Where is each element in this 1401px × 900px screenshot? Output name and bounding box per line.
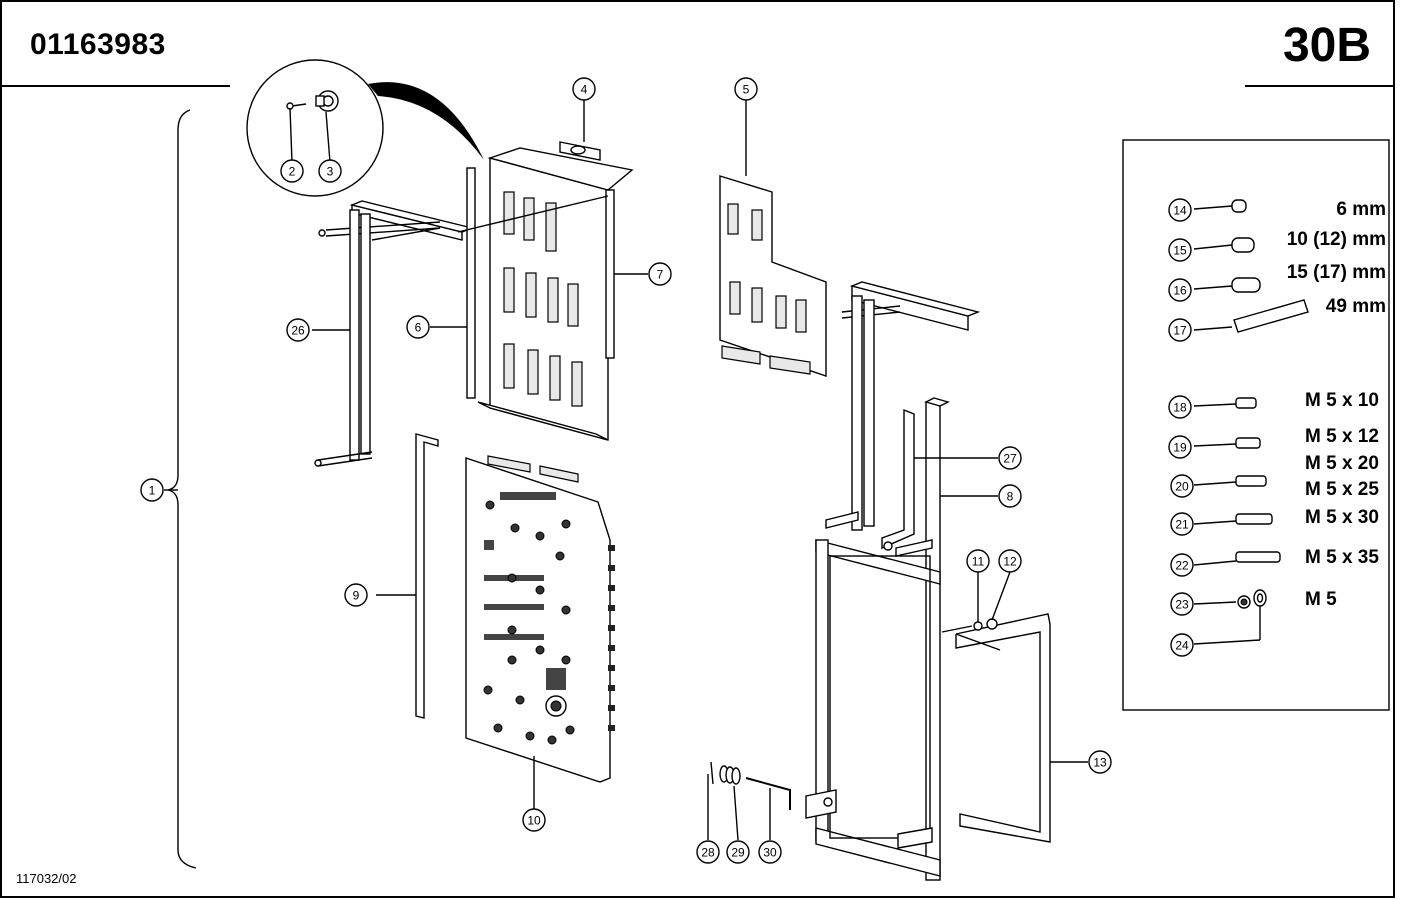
cover-13	[955, 613, 1051, 843]
legend-callout-24: 24	[1170, 633, 1194, 657]
svg-text:26: 26	[291, 324, 305, 338]
callout-10: 10	[522, 808, 546, 832]
svg-text:27: 27	[1003, 452, 1017, 466]
key-30	[745, 777, 791, 810]
rail-9	[415, 433, 439, 719]
svg-text:22: 22	[1175, 559, 1189, 573]
svg-text:20: 20	[1175, 480, 1189, 494]
svg-text:7: 7	[657, 268, 664, 282]
callout-13: 13	[1088, 750, 1112, 774]
svg-text:10: 10	[527, 814, 541, 828]
rail-7	[605, 189, 615, 359]
callout-1: 1	[140, 478, 164, 502]
legend-callout-22: 22	[1170, 553, 1194, 577]
svg-text:8: 8	[1007, 490, 1014, 504]
legend-label-14: 6 mm	[1336, 199, 1386, 220]
leader-lines	[164, 100, 1088, 841]
callout-6: 6	[406, 315, 430, 339]
callout-3: 3	[318, 159, 342, 183]
legend-callout-23: 23	[1170, 592, 1194, 616]
svg-text:4: 4	[581, 83, 588, 97]
detail-circle	[246, 59, 484, 197]
legend-callout-14: 14	[1168, 198, 1192, 222]
svg-text:17: 17	[1173, 324, 1187, 338]
legend-callout-21: 21	[1170, 512, 1194, 536]
legend-label-19b: M 5 x 20	[1305, 453, 1379, 474]
svg-text:18: 18	[1173, 401, 1187, 415]
svg-text:23: 23	[1175, 598, 1189, 612]
svg-text:24: 24	[1175, 639, 1189, 653]
pin-28	[710, 761, 714, 785]
bracket-27	[881, 408, 915, 550]
svg-text:14: 14	[1173, 204, 1187, 218]
page-label: 30B	[1282, 19, 1371, 72]
svg-text:16: 16	[1173, 284, 1187, 298]
legend-label-18: M 5 x 10	[1305, 390, 1379, 411]
callout-27: 27	[998, 446, 1022, 470]
svg-text:6: 6	[415, 321, 422, 335]
svg-text:21: 21	[1175, 518, 1189, 532]
callout-30: 30	[758, 840, 782, 864]
svg-text:28: 28	[701, 846, 715, 860]
callout-28: 28	[696, 840, 720, 864]
bracket-frame-26	[314, 200, 475, 467]
assembly-bracket	[167, 109, 197, 869]
legend-part-illustrations	[1193, 199, 1309, 645]
svg-text:2: 2	[289, 165, 296, 179]
callout-26: 26	[286, 318, 310, 342]
callout-9: 9	[344, 583, 368, 607]
svg-text:1: 1	[149, 484, 156, 498]
svg-text:30: 30	[763, 846, 777, 860]
callout-11: 11	[966, 549, 990, 573]
svg-text:19: 19	[1173, 441, 1187, 455]
callout-12: 12	[998, 549, 1022, 573]
legend-callout-20: 20	[1170, 474, 1194, 498]
callout-4: 4	[572, 77, 596, 101]
backplate-4	[477, 141, 634, 441]
callout-7: 7	[648, 262, 672, 286]
circuit-board-10	[465, 455, 615, 783]
legend-label-21: M 5 x 30	[1305, 507, 1379, 528]
legend-label-16: 15 (17) mm	[1286, 262, 1386, 283]
legend-callout-15: 15	[1168, 238, 1192, 262]
rail-6	[466, 167, 476, 399]
legend-label-22: M 5 x 35	[1305, 547, 1379, 568]
legend-callout-16: 16	[1168, 278, 1192, 302]
svg-text:11: 11	[972, 555, 985, 569]
document-number: 01163983	[30, 28, 166, 61]
legend-label-15: 10 (12) mm	[1286, 229, 1386, 250]
svg-text:5: 5	[743, 83, 750, 97]
svg-text:12: 12	[1003, 555, 1017, 569]
legend-label-23: M 5	[1305, 589, 1337, 610]
legend-label-17: 49 mm	[1325, 296, 1386, 317]
legend-label-20: M 5 x 25	[1305, 479, 1379, 500]
svg-text:13: 13	[1093, 756, 1107, 770]
circuit-board-5	[719, 175, 827, 377]
main-frame-8	[805, 281, 981, 881]
legend-callout-17: 17	[1168, 318, 1192, 342]
svg-text:29: 29	[731, 846, 745, 860]
spring-29	[719, 765, 741, 785]
svg-text:9: 9	[353, 589, 360, 603]
svg-text:3: 3	[327, 165, 334, 179]
legend-callout-18: 18	[1168, 395, 1192, 419]
callout-8: 8	[998, 484, 1022, 508]
drawing-reference: 117032/02	[16, 871, 77, 886]
legend-callout-19: 19	[1168, 435, 1192, 459]
callout-5: 5	[734, 77, 758, 101]
callout-2: 2	[280, 159, 304, 183]
legend-box	[1122, 139, 1390, 711]
legend-label-19: M 5 x 12	[1305, 426, 1379, 447]
svg-text:15: 15	[1173, 244, 1187, 258]
callout-29: 29	[726, 840, 750, 864]
